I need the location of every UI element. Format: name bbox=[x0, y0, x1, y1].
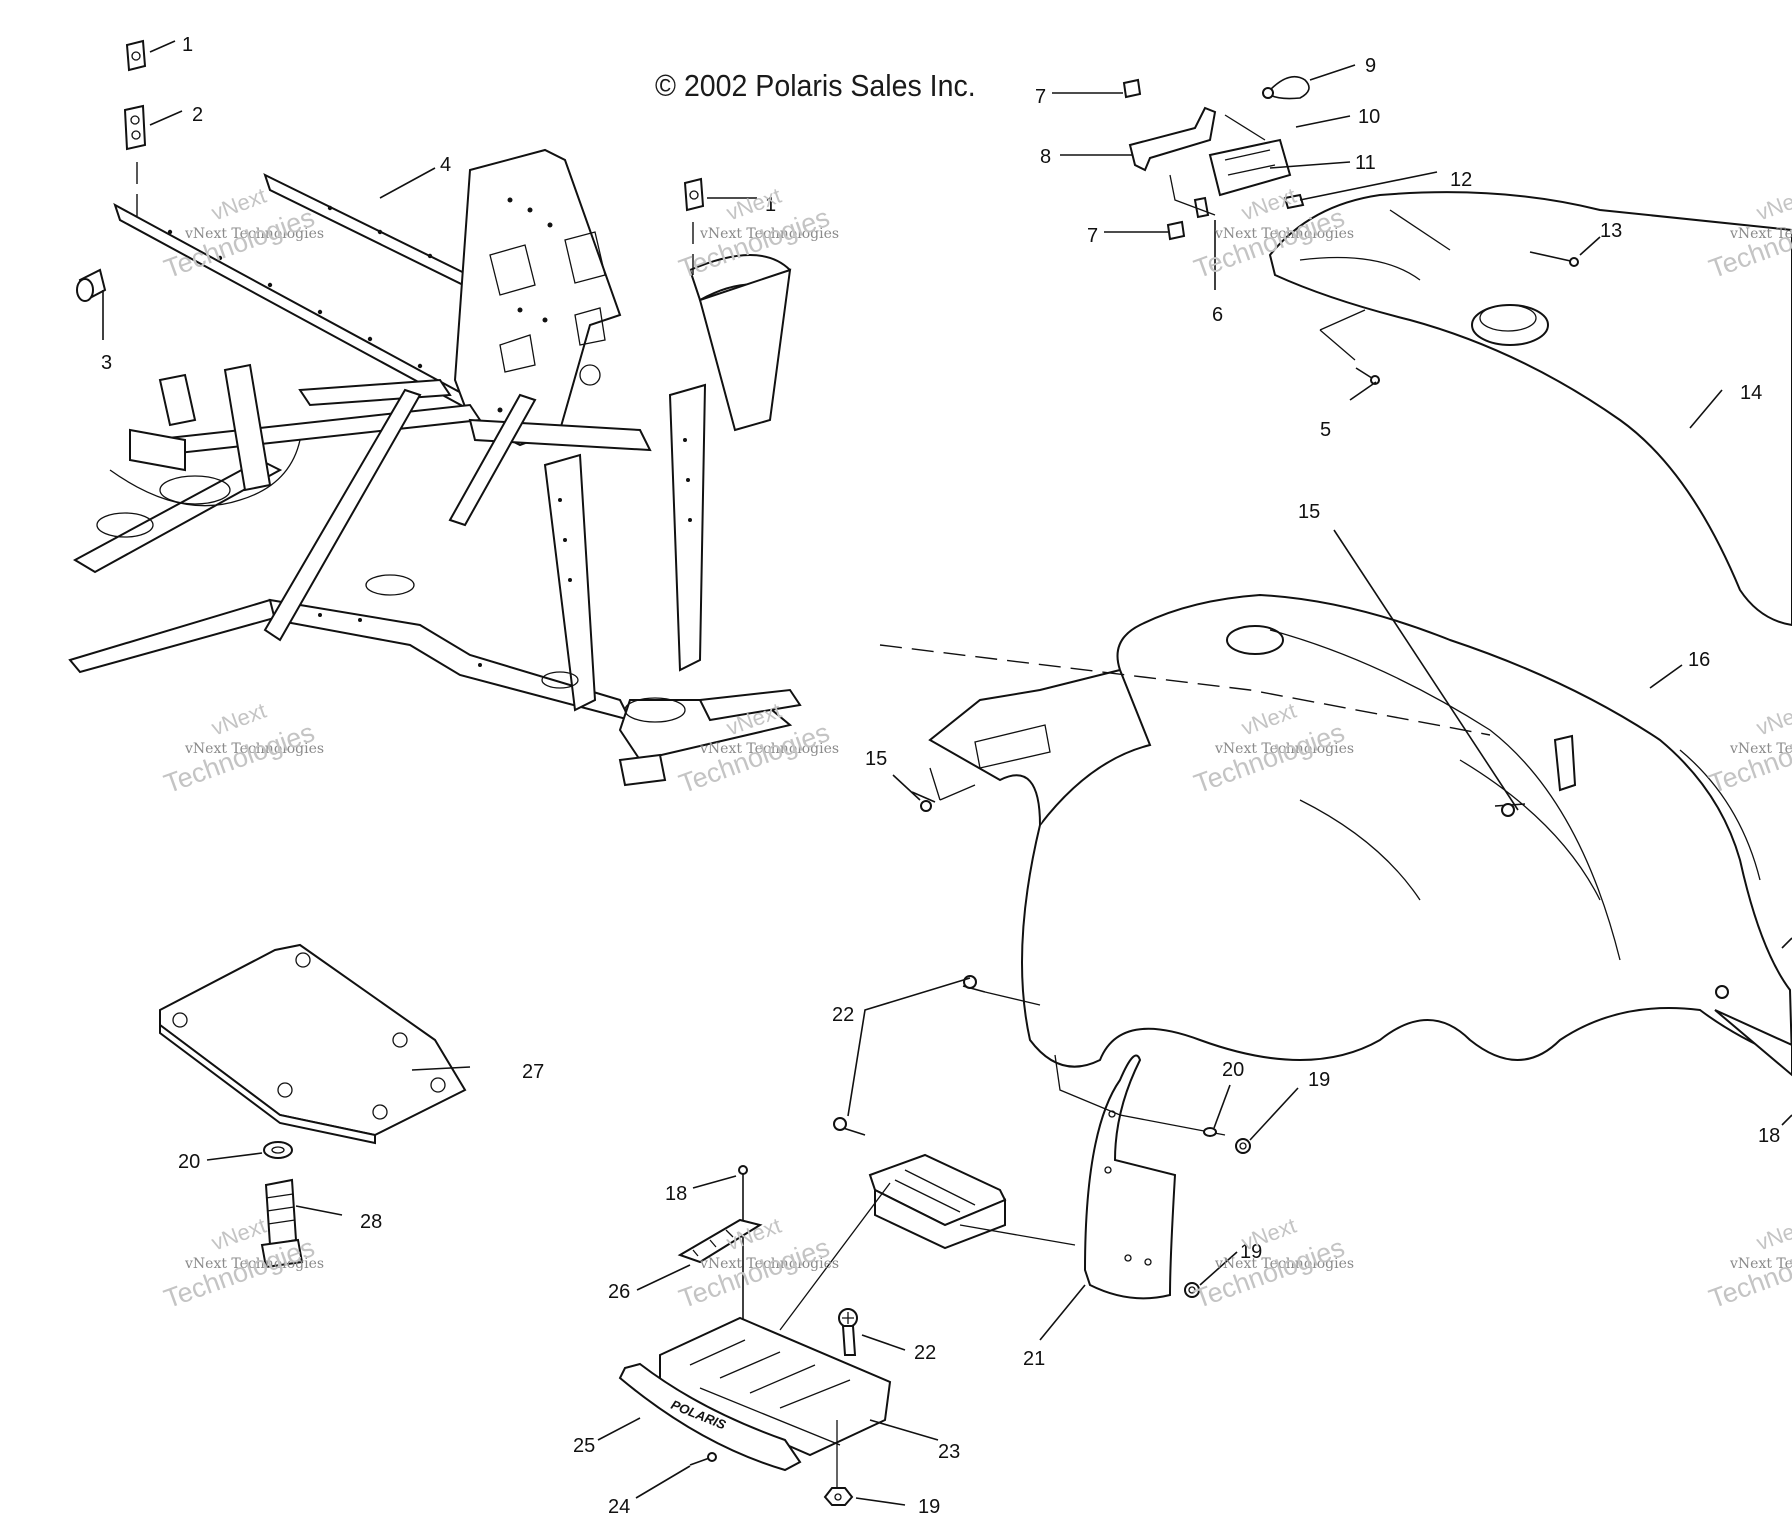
callout-7-bottom: 7 bbox=[1087, 225, 1098, 247]
decal-1-left bbox=[125, 39, 147, 72]
callout-19-right: 19 bbox=[1308, 1069, 1330, 1091]
callout-27: 27 bbox=[522, 1061, 544, 1083]
callout-18-left: 18 bbox=[665, 1183, 687, 1205]
callout-16: 16 bbox=[1688, 649, 1710, 671]
callout-2: 2 bbox=[192, 104, 203, 126]
callout-10: 10 bbox=[1358, 106, 1380, 128]
footrest-guide-lines bbox=[779, 1182, 1076, 1331]
callout-26: 26 bbox=[608, 1281, 630, 1303]
callout-13: 13 bbox=[1600, 220, 1622, 242]
tail-light-bracket-8 bbox=[1128, 106, 1217, 172]
bolt-13 bbox=[1529, 251, 1579, 267]
bolt-guide-line bbox=[984, 991, 1041, 1006]
callout-22-top: 22 bbox=[832, 1004, 854, 1026]
screw-6 bbox=[1193, 196, 1210, 219]
flap-guide-line bbox=[1054, 1054, 1226, 1136]
callout-19-flap: 19 bbox=[1240, 1241, 1262, 1263]
rivet-18-left bbox=[738, 1165, 748, 1330]
frame-assembly bbox=[68, 148, 802, 787]
callout-18-right: 18 bbox=[1758, 1125, 1780, 1147]
foot-28 bbox=[260, 1178, 304, 1269]
fender-bracket bbox=[1553, 734, 1577, 792]
bulb-wire-9 bbox=[1262, 75, 1310, 100]
decal-1-right bbox=[683, 177, 705, 212]
callout-25: 25 bbox=[573, 1435, 595, 1457]
footrest-23 bbox=[659, 1316, 892, 1457]
fender-tab bbox=[974, 724, 1051, 769]
washer-20-left bbox=[263, 1141, 293, 1159]
front-fender bbox=[928, 593, 1792, 1077]
callout-8: 8 bbox=[1040, 146, 1051, 168]
callout-4: 4 bbox=[440, 154, 451, 176]
footrest-bracket-upper bbox=[868, 1153, 1007, 1250]
callout-15-top: 15 bbox=[1298, 501, 1320, 523]
callout-9: 9 bbox=[1365, 55, 1376, 77]
fender-dash-line bbox=[879, 644, 1491, 736]
callout-22-bottom: 22 bbox=[914, 1342, 936, 1364]
copyright-notice: © 2002 Polaris Sales Inc. bbox=[655, 68, 976, 103]
washer-20-right bbox=[1203, 1127, 1217, 1137]
callout-12: 12 bbox=[1450, 169, 1472, 191]
callout-11: 11 bbox=[1355, 152, 1376, 174]
screw-15-right bbox=[1494, 803, 1526, 817]
assembly-guides bbox=[1169, 114, 1366, 361]
screw-5 bbox=[1355, 367, 1380, 385]
callout-5: 5 bbox=[1320, 419, 1331, 441]
callout-24: 24 bbox=[608, 1496, 630, 1518]
callout-21: 21 bbox=[1023, 1348, 1045, 1370]
skid-plate-27 bbox=[159, 943, 467, 1145]
callout-20-right: 20 bbox=[1222, 1059, 1244, 1081]
clip-7-bottom bbox=[1166, 220, 1186, 241]
clip-26 bbox=[677, 1218, 763, 1264]
nut-19-right bbox=[1235, 1138, 1251, 1154]
rear-fender bbox=[1268, 191, 1792, 627]
callout-3: 3 bbox=[101, 352, 112, 374]
callout-leaders bbox=[102, 40, 1792, 1506]
nut-19-flap bbox=[1184, 1282, 1200, 1298]
fender-tab-guide bbox=[929, 767, 976, 801]
callout-6: 6 bbox=[1212, 304, 1223, 326]
plug-3 bbox=[76, 268, 107, 302]
decal-2 bbox=[123, 104, 147, 151]
screw-24 bbox=[689, 1452, 717, 1466]
screw-12 bbox=[1283, 193, 1305, 210]
bolt-22-left bbox=[833, 1117, 866, 1136]
callout-1-left: 1 bbox=[182, 34, 193, 56]
clip-7-top bbox=[1122, 78, 1142, 99]
callout-1-right: 1 bbox=[765, 194, 776, 216]
callout-28: 28 bbox=[360, 1211, 382, 1233]
mud-flap-21 bbox=[1083, 1054, 1177, 1300]
tail-light-11 bbox=[1208, 138, 1292, 197]
callout-19-bottom: 19 bbox=[918, 1496, 940, 1518]
bolt-22-bottom bbox=[838, 1308, 858, 1356]
screw-15-left bbox=[911, 791, 936, 812]
callout-numbers: 1 2 3 4 1 7 8 7 9 10 11 12 6 13 5 14 15 … bbox=[101, 34, 1780, 1518]
callout-14: 14 bbox=[1740, 382, 1762, 404]
callout-23: 23 bbox=[938, 1441, 960, 1463]
callout-20-left: 20 bbox=[178, 1151, 200, 1173]
callout-7-top: 7 bbox=[1035, 86, 1046, 108]
nut-19-bottom bbox=[823, 1420, 854, 1506]
callout-15-left: 15 bbox=[865, 748, 887, 770]
